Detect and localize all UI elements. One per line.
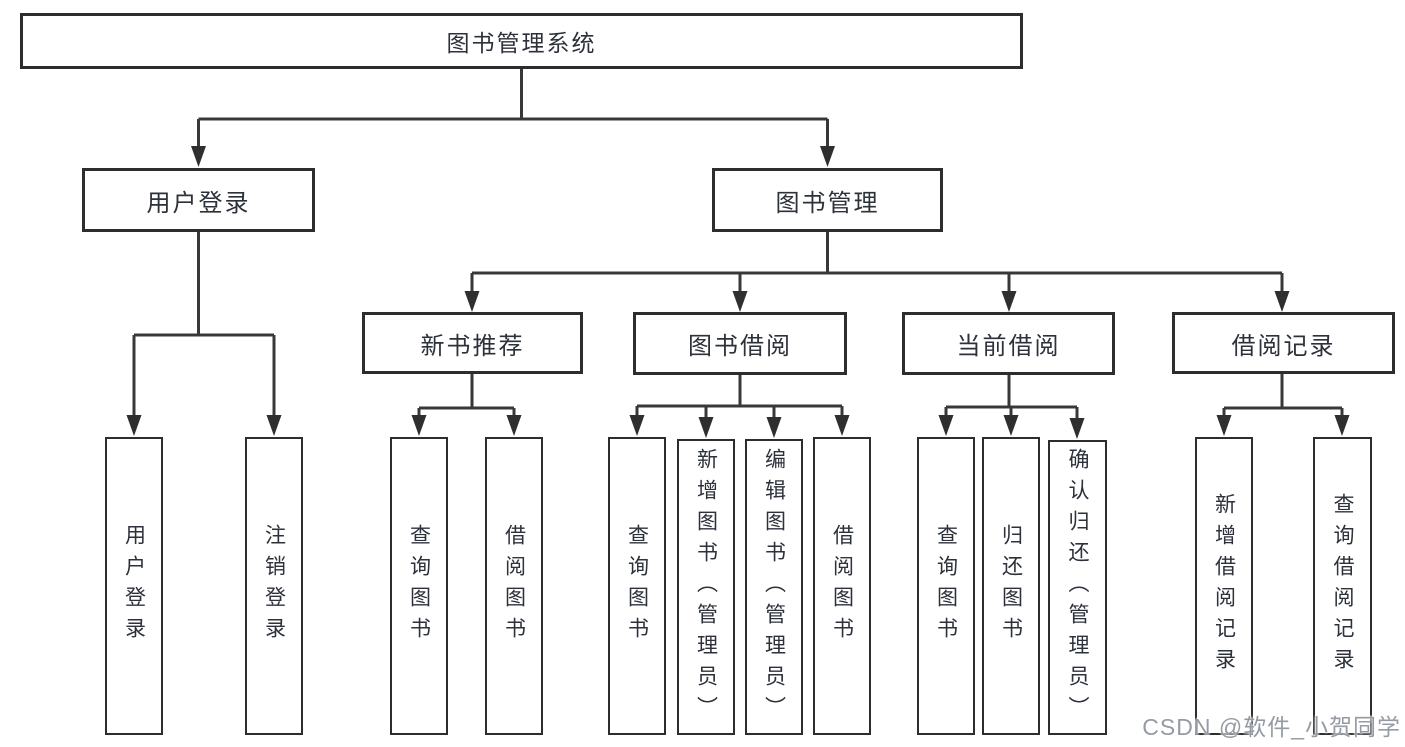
node-add-books-admin: 新增图书（管理员） xyxy=(677,439,735,735)
node-borrowing-records-label: 借阅记录 xyxy=(1231,332,1336,360)
node-logout-action: 注销登录 xyxy=(245,437,303,735)
watermark: CSDN @软件_小贺同学 xyxy=(1142,714,1401,740)
node-new-book-recommendation: 新书推荐 xyxy=(362,312,583,374)
connector-book-borrowing-to-leaves xyxy=(629,374,850,438)
connector-new-book-recommendation-to-leaves xyxy=(411,374,522,436)
node-user-login-action: 用户登录 xyxy=(105,437,163,735)
node-current-borrowing: 当前借阅 xyxy=(902,312,1115,375)
node-borrow-books-borrowing-label: 借阅图书 xyxy=(830,524,854,648)
node-borrowing-records: 借阅记录 xyxy=(1172,312,1395,374)
node-add-borrow-record-label: 新增借阅记录 xyxy=(1212,493,1236,679)
node-query-books-recommend-label: 查询图书 xyxy=(407,524,431,648)
node-query-borrow-record-label: 查询借阅记录 xyxy=(1331,493,1354,679)
node-edit-books-admin-label: 编辑图书（管理员） xyxy=(762,447,786,727)
node-user-login-label: 用户登录 xyxy=(146,189,251,217)
connector-book-management-to-level3 xyxy=(464,232,1290,312)
node-book-borrowing-label: 图书借阅 xyxy=(688,333,792,360)
connector-user-login-to-leaves xyxy=(126,232,282,436)
node-edit-books-admin: 编辑图书（管理员） xyxy=(745,439,803,735)
node-new-book-recommendation-label: 新书推荐 xyxy=(420,332,525,360)
node-query-borrow-record: 查询借阅记录 xyxy=(1313,437,1372,735)
node-query-books-recommend: 查询图书 xyxy=(390,437,448,735)
node-query-books-current-label: 查询图书 xyxy=(934,524,958,648)
node-library-management-system-label: 图书管理系统 xyxy=(446,30,597,56)
node-return-books: 归还图书 xyxy=(982,437,1040,735)
node-borrow-books-recommend-label: 借阅图书 xyxy=(502,524,526,648)
node-book-borrowing: 图书借阅 xyxy=(633,312,847,375)
connector-borrowing-records-to-leaves xyxy=(1216,374,1350,436)
node-add-books-admin-label: 新增图书（管理员） xyxy=(694,447,718,727)
node-user-login-action-label: 用户登录 xyxy=(122,524,146,648)
node-query-books-borrowing-label: 查询图书 xyxy=(625,524,649,648)
node-borrow-books-recommend: 借阅图书 xyxy=(485,437,543,735)
node-add-borrow-record: 新增借阅记录 xyxy=(1195,437,1253,735)
node-borrow-books-borrowing: 借阅图书 xyxy=(813,437,871,735)
node-logout-action-label: 注销登录 xyxy=(262,524,286,648)
connector-root-to-level2 xyxy=(191,69,835,167)
node-confirm-return-admin: 确认归还（管理员） xyxy=(1048,440,1107,735)
node-query-books-borrowing: 查询图书 xyxy=(608,437,666,735)
node-book-management: 图书管理 xyxy=(712,168,943,232)
node-query-books-current: 查询图书 xyxy=(917,437,975,735)
node-return-books-label: 归还图书 xyxy=(999,524,1023,648)
connector-current-borrowing-to-leaves xyxy=(938,374,1085,439)
node-confirm-return-admin-label: 确认归还（管理员） xyxy=(1066,448,1089,727)
node-user-login: 用户登录 xyxy=(82,168,315,232)
node-library-management-system: 图书管理系统 xyxy=(20,13,1023,69)
node-current-borrowing-label: 当前借阅 xyxy=(956,333,1061,360)
node-book-management-label: 图书管理 xyxy=(775,189,880,217)
